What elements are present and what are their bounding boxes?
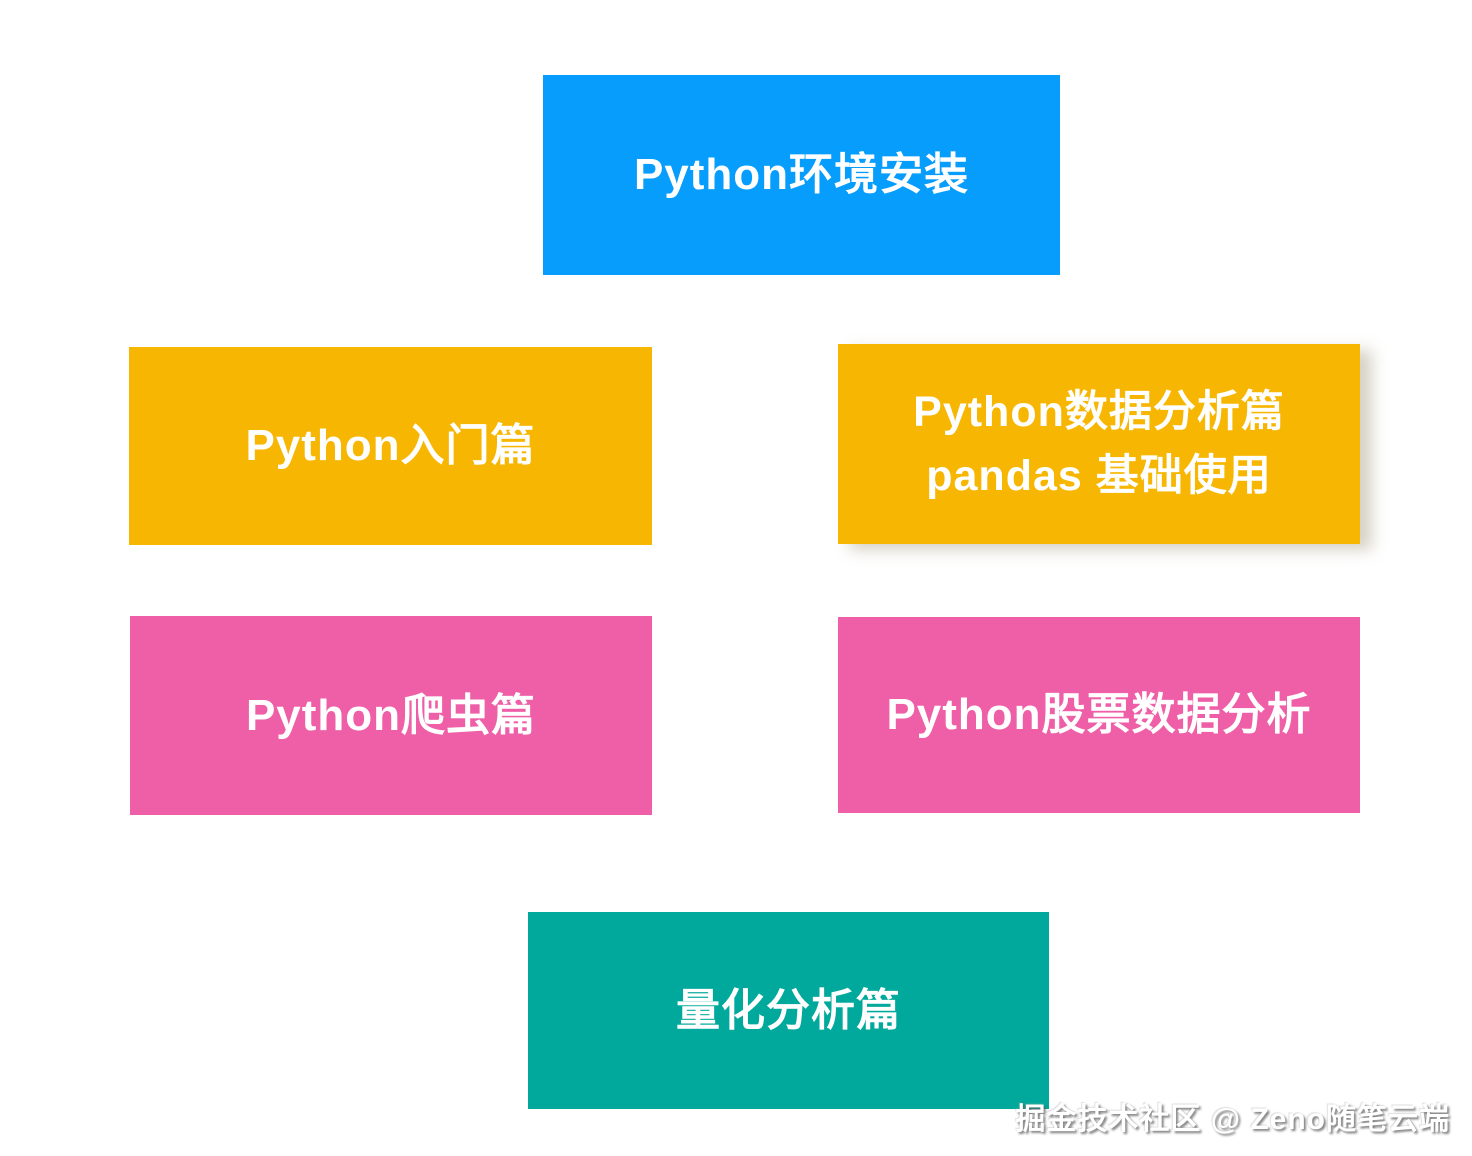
- node-python-env-setup: Python环境安装: [543, 75, 1060, 275]
- node-python-intro: Python入门篇: [129, 347, 652, 545]
- node-python-stock-analysis: Python股票数据分析: [838, 617, 1360, 813]
- node-label: Python入门篇: [245, 421, 536, 470]
- node-python-data-analysis: Python数据分析篇 pandas 基础使用: [838, 344, 1360, 544]
- node-label-line-2: pandas 基础使用: [926, 452, 1272, 500]
- node-label: Python股票数据分析: [886, 690, 1312, 739]
- node-label: 量化分析篇: [676, 985, 901, 1035]
- node-label: Python环境安装: [633, 150, 970, 199]
- node-label-line-1: Python数据分析篇: [913, 387, 1285, 436]
- node-label: Python爬虫篇: [245, 690, 537, 740]
- node-quant-analysis: 量化分析篇: [528, 912, 1049, 1109]
- watermark-text: 掘金技术社区 @ Zeno随笔云端: [1015, 1103, 1450, 1136]
- node-python-spider: Python爬虫篇: [130, 616, 652, 815]
